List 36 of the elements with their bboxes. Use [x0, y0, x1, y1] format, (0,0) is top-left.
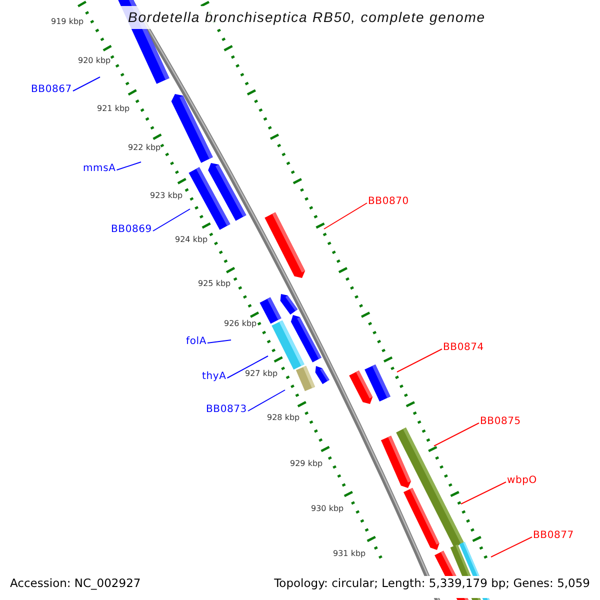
leader-line	[116, 162, 142, 170]
scale-label: 921 kbp	[97, 105, 130, 113]
scale-label: 923 kbp	[150, 192, 183, 200]
gene-label: thyA	[202, 372, 226, 382]
scale-label: 929 kbp	[290, 460, 323, 468]
gene-label: BB0873	[206, 405, 247, 415]
scale-label: 924 kbp	[175, 236, 208, 244]
leader-line	[206, 340, 232, 344]
gene-label: BB0877	[533, 531, 574, 541]
gene-label: wbpO	[507, 476, 537, 486]
leader-line	[247, 390, 286, 412]
gene-label: BB0870	[368, 197, 409, 207]
leader-line	[434, 422, 480, 446]
scale-label: 931 kbp	[333, 550, 366, 558]
scale-label: 919 kbp	[51, 18, 84, 26]
scale-label: 930 kbp	[311, 505, 344, 513]
leader-line	[226, 356, 268, 378]
gene-label: mmsA	[83, 164, 116, 174]
gene-label: BB0867	[31, 85, 72, 95]
leader-line	[152, 208, 190, 232]
leader-line	[72, 76, 100, 92]
gene-label: BB0875	[480, 417, 521, 427]
scale-label: 922 kbp	[128, 144, 161, 152]
scale-label: 926 kbp	[224, 320, 257, 328]
scale-label: 920 kbp	[78, 57, 111, 65]
gene-label: BB0874	[443, 343, 484, 353]
gene-label: BB0869	[111, 225, 152, 235]
scale-label: 925 kbp	[198, 280, 231, 288]
leader-line	[396, 348, 442, 372]
genome-info-text: Topology: circular; Length: 5,339,179 bp; Genes: 5,059	[272, 576, 592, 598]
scale-label: 927 kbp	[245, 370, 278, 378]
leader-line	[324, 202, 368, 230]
leader-line	[460, 482, 506, 504]
leader-line	[490, 536, 532, 558]
scale-label: 928 kbp	[267, 414, 300, 422]
gene-label: folA	[186, 337, 206, 347]
